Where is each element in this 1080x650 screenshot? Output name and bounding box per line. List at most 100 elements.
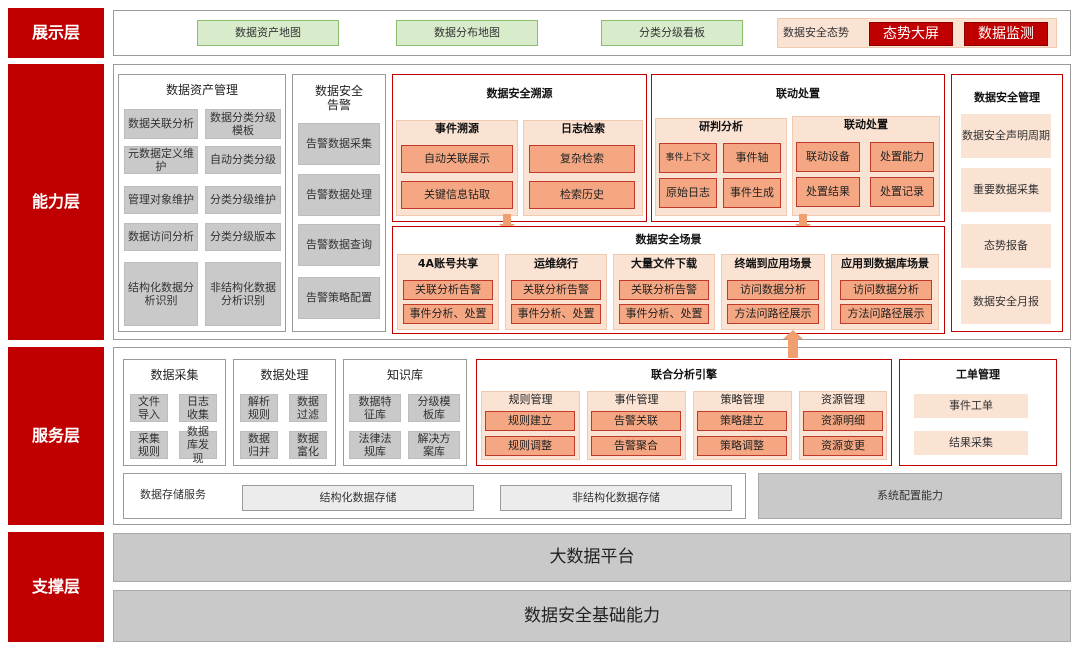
collect-title: 数据采集: [150, 367, 199, 382]
storage-label: 数据存储服务: [140, 488, 206, 502]
collect-item[interactable]: 采集规则: [130, 431, 168, 459]
ticket-title: 工单管理: [956, 368, 1000, 382]
scene-group-title: 应用到数据库场景: [841, 257, 929, 271]
process-item[interactable]: 数据归并: [240, 431, 278, 459]
unstructured-storage[interactable]: 非结构化数据存储: [500, 485, 732, 511]
linkage-item[interactable]: 事件上下文: [659, 143, 717, 173]
config-capability[interactable]: 系统配置能力: [758, 473, 1062, 519]
security-mgmt-item[interactable]: 数据安全月报: [961, 280, 1051, 324]
asset-item[interactable]: 分类分级版本: [205, 223, 281, 251]
scene-item[interactable]: 访问数据分析: [727, 280, 819, 300]
asset-map-button[interactable]: 数据资产地图: [197, 20, 339, 46]
engine-item[interactable]: 规则建立: [485, 411, 575, 431]
asset-item[interactable]: 自动分类分级: [205, 146, 281, 174]
scene-group-title: 4A账号共享: [417, 257, 479, 271]
process-item[interactable]: 解析规则: [240, 394, 278, 422]
engine-item[interactable]: 告警关联: [591, 411, 681, 431]
trace-title: 数据安全溯源: [486, 87, 553, 101]
scene-group-title: 大量文件下载: [631, 257, 697, 271]
asset-item[interactable]: 结构化数据分析识别: [124, 262, 198, 326]
linkage-item[interactable]: 处置记录: [870, 177, 934, 207]
ticket-item[interactable]: 结果采集: [914, 431, 1028, 455]
linkage-item[interactable]: 处置结果: [796, 177, 860, 207]
scene-item[interactable]: 事件分析、处置: [511, 304, 601, 324]
big-screen-button[interactable]: 态势大屏: [869, 22, 953, 46]
process-item[interactable]: 数据富化: [289, 431, 327, 459]
layer-label-display: 展示层: [8, 8, 104, 58]
asset-item[interactable]: 数据访问分析: [124, 223, 198, 251]
scene-item[interactable]: 方法问路径展示: [840, 304, 932, 324]
engine-item[interactable]: 告警聚合: [591, 436, 681, 456]
process-item[interactable]: 数据过滤: [289, 394, 327, 422]
engine-item[interactable]: 策略调整: [697, 436, 787, 456]
monitoring-button[interactable]: 数据监测: [964, 22, 1048, 46]
alarm-item[interactable]: 告警数据处理: [298, 174, 380, 216]
engine-group-title: 资源管理: [821, 393, 865, 407]
layer-label-support: 支撑层: [8, 532, 104, 642]
scene-group-title: 终端到应用场景: [734, 257, 812, 271]
asset-item[interactable]: 非结构化数据分析识别: [205, 262, 281, 326]
asset-item[interactable]: 数据分类分级模板: [205, 109, 281, 139]
trace-item[interactable]: 复杂检索: [529, 145, 635, 173]
security-mgmt-item[interactable]: 重要数据采集: [961, 168, 1051, 212]
asset-item[interactable]: 数据关联分析: [124, 109, 198, 139]
linkage-title: 联动处置: [776, 87, 820, 101]
down-arrow-icon: [503, 214, 511, 224]
collect-item[interactable]: 日志收集: [179, 394, 217, 422]
ticket-item[interactable]: 事件工单: [914, 394, 1028, 418]
collect-item[interactable]: 数据库发现: [179, 425, 217, 465]
handle-title: 联动处置: [844, 118, 888, 132]
knowledge-item[interactable]: 解决方案库: [408, 431, 460, 459]
asset-item[interactable]: 分类分级维护: [205, 186, 281, 214]
trace-item[interactable]: 自动关联展示: [401, 145, 513, 173]
knowledge-item[interactable]: 数据特征库: [349, 394, 401, 422]
event-trace-title: 事件溯源: [435, 122, 479, 136]
linkage-item[interactable]: 处置能力: [870, 142, 934, 172]
scene-item[interactable]: 关联分析告警: [619, 280, 709, 300]
bigdata-platform[interactable]: 大数据平台: [113, 533, 1071, 582]
security-mgmt-item[interactable]: 态势报备: [961, 224, 1051, 268]
alarm-item[interactable]: 告警数据查询: [298, 224, 380, 266]
alarm-item[interactable]: 告警数据采集: [298, 123, 380, 165]
structured-storage[interactable]: 结构化数据存储: [242, 485, 474, 511]
down-arrow-icon: [799, 214, 807, 224]
analysis-title: 研判分析: [699, 120, 743, 134]
engine-group-title: 事件管理: [614, 393, 659, 407]
trace-item[interactable]: 关键信息钻取: [401, 181, 513, 209]
linkage-item[interactable]: 事件轴: [723, 143, 781, 173]
security-foundation[interactable]: 数据安全基础能力: [113, 590, 1071, 642]
linkage-item[interactable]: 事件生成: [723, 178, 781, 208]
grading-board-button[interactable]: 分类分级看板: [601, 20, 743, 46]
log-search-title: 日志检索: [561, 122, 605, 136]
scene-item[interactable]: 事件分析、处置: [619, 304, 709, 324]
trace-item[interactable]: 检索历史: [529, 181, 635, 209]
situation-label: 数据安全态势: [783, 26, 849, 40]
security-mgmt-item[interactable]: 数据安全声明周期: [961, 114, 1051, 158]
knowledge-item[interactable]: 分级模板库: [408, 394, 460, 422]
layer-label-service: 服务层: [8, 347, 104, 525]
scene-title: 数据安全场景: [635, 233, 702, 247]
scene-item[interactable]: 方法问路径展示: [727, 304, 819, 324]
engine-item[interactable]: 规则调整: [485, 436, 575, 456]
collect-item[interactable]: 文件导入: [130, 394, 168, 422]
engine-item[interactable]: 策略建立: [697, 411, 787, 431]
asset-item[interactable]: 元数据定义维护: [124, 146, 198, 174]
knowledge-item[interactable]: 法律法规库: [349, 431, 401, 459]
scene-item[interactable]: 关联分析告警: [511, 280, 601, 300]
linkage-item[interactable]: 联动设备: [796, 142, 860, 172]
scene-item[interactable]: 事件分析、处置: [403, 304, 493, 324]
asset-item[interactable]: 管理对象维护: [124, 186, 198, 214]
linkage-item[interactable]: 原始日志: [659, 178, 717, 208]
layer-label-capability: 能力层: [8, 64, 104, 340]
engine-group-title: 规则管理: [508, 393, 553, 407]
scene-item[interactable]: 关联分析告警: [403, 280, 493, 300]
alarm-item[interactable]: 告警策略配置: [298, 277, 380, 319]
scene-item[interactable]: 访问数据分析: [840, 280, 932, 300]
scene-group-title: 运维绕行: [534, 257, 578, 271]
engine-title: 联合分析引擎: [651, 368, 717, 382]
security-mgmt-title: 数据安全管理: [974, 91, 1040, 105]
distribution-map-button[interactable]: 数据分布地图: [396, 20, 538, 46]
engine-item[interactable]: 资源变更: [803, 436, 883, 456]
engine-item[interactable]: 资源明细: [803, 411, 883, 431]
up-arrow-icon: [788, 338, 798, 358]
